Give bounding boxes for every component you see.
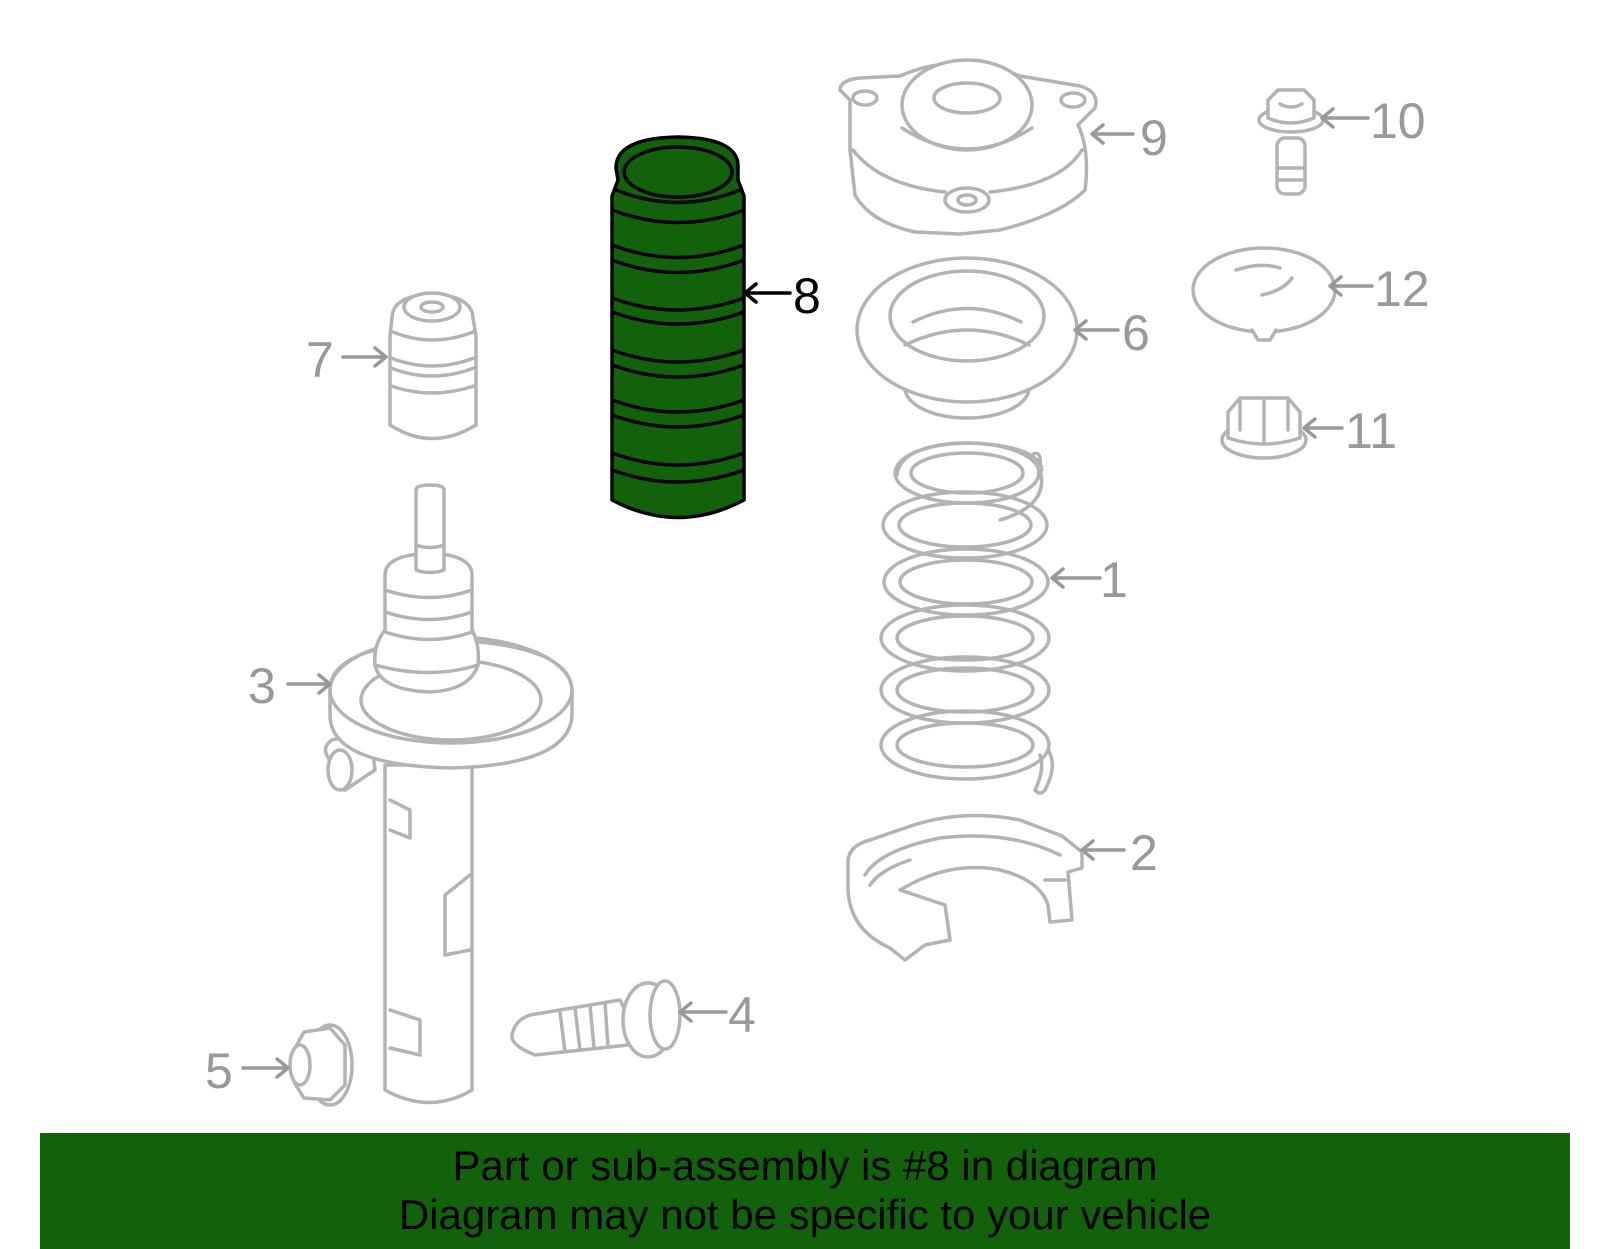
arrow-11 xyxy=(1302,417,1344,439)
arrow-10 xyxy=(1320,107,1370,129)
arrow-9 xyxy=(1090,123,1135,145)
arrow-5 xyxy=(241,1057,290,1079)
banner-line-1: Part or sub-assembly is #8 in diagram xyxy=(452,1142,1158,1189)
part-2-lower-insulator[interactable] xyxy=(846,813,1084,962)
part-5-flange-nut[interactable] xyxy=(288,1023,354,1107)
part-11-flange-nut[interactable] xyxy=(1220,396,1308,460)
part-1-coil-spring[interactable] xyxy=(879,441,1055,795)
part-7-bump-stop[interactable] xyxy=(388,291,478,441)
callout-8[interactable]: 8 xyxy=(793,268,821,324)
callout-5[interactable]: 5 xyxy=(205,1043,233,1099)
callout-7[interactable]: 7 xyxy=(306,332,334,388)
callout-labels: 1 2 3 4 5 6 7 8 9 10 11 12 xyxy=(205,93,1430,1099)
callout-11[interactable]: 11 xyxy=(1345,403,1397,459)
callout-3[interactable]: 3 xyxy=(248,658,276,714)
part-8-dust-boot[interactable] xyxy=(610,135,746,520)
callout-9[interactable]: 9 xyxy=(1140,110,1168,166)
callout-arrows xyxy=(241,107,1374,1079)
part-4-pinch-bolt[interactable] xyxy=(510,979,682,1059)
callout-10[interactable]: 10 xyxy=(1370,93,1426,149)
arrow-3 xyxy=(286,673,332,695)
callout-6[interactable]: 6 xyxy=(1122,305,1150,361)
part-10-flange-bolt[interactable] xyxy=(1257,88,1325,196)
part-3-strut-assembly[interactable] xyxy=(323,483,574,1105)
part-9-strut-mount[interactable] xyxy=(838,58,1098,236)
arrow-7 xyxy=(341,346,388,368)
arrow-12 xyxy=(1328,275,1374,297)
arrow-4 xyxy=(678,1001,728,1023)
callout-2[interactable]: 2 xyxy=(1130,825,1158,881)
callout-4[interactable]: 4 xyxy=(728,987,756,1043)
arrow-6 xyxy=(1073,319,1120,341)
banner-line-2: Diagram may not be specific to your vehi… xyxy=(398,1191,1212,1238)
callout-1[interactable]: 1 xyxy=(1100,552,1128,608)
part-12-dust-cap[interactable] xyxy=(1191,246,1337,342)
arrow-1 xyxy=(1050,567,1102,589)
arrow-2 xyxy=(1080,839,1126,861)
info-banner: Part or sub-assembly is #8 in diagram Di… xyxy=(40,1133,1570,1249)
part-6-upper-spring-seat[interactable] xyxy=(855,256,1079,420)
arrow-8 xyxy=(743,282,792,304)
callout-12[interactable]: 12 xyxy=(1374,261,1430,317)
